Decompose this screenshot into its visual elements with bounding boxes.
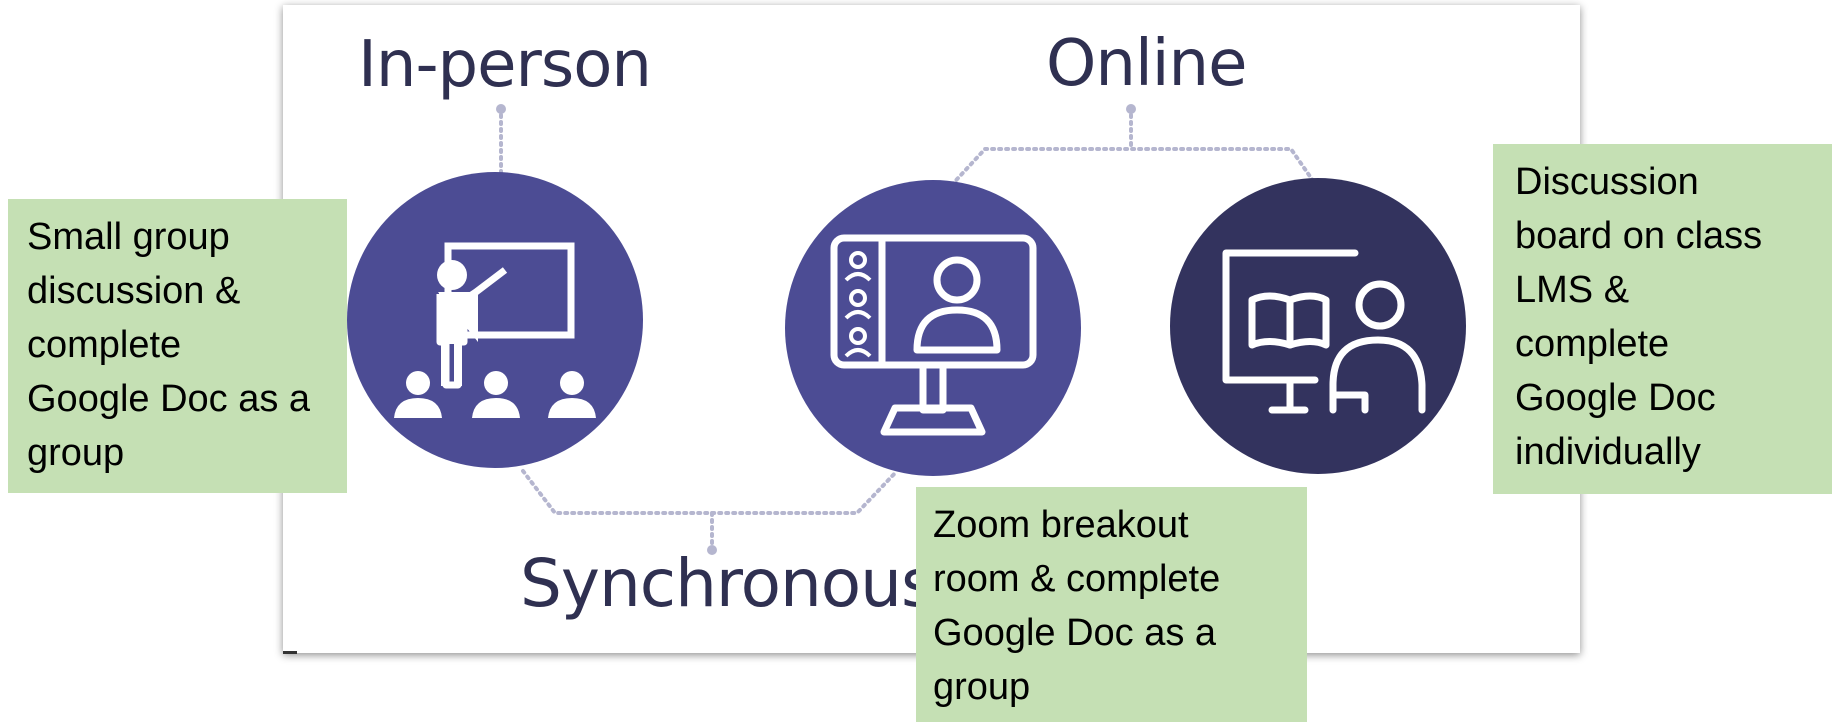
video-conference-monitor-icon bbox=[830, 234, 1037, 436]
note-line: group bbox=[933, 666, 1031, 708]
node-in-person bbox=[347, 172, 643, 468]
connector-dot-online bbox=[1126, 104, 1136, 114]
note-in-person: Small group discussion & complete Google… bbox=[8, 199, 347, 493]
note-zoom: Zoom breakout room & complete Google Doc… bbox=[916, 487, 1307, 722]
note-line: Zoom breakout bbox=[933, 504, 1189, 546]
note-line: Google Doc as a bbox=[27, 378, 311, 420]
heading-online: Online bbox=[1046, 27, 1247, 101]
node-zoom bbox=[785, 180, 1081, 476]
heading-synchronous: Synchronous bbox=[520, 545, 935, 622]
connector-synchronous-branch bbox=[521, 469, 899, 515]
note-line: complete bbox=[27, 324, 182, 366]
connector-dot-in-person bbox=[496, 104, 506, 114]
note-line: Google Doc as a bbox=[933, 612, 1217, 654]
note-line: Google Doc bbox=[1515, 377, 1716, 419]
connector-dot-synchronous bbox=[707, 545, 717, 555]
note-line: individually bbox=[1515, 431, 1701, 473]
note-line: group bbox=[27, 432, 125, 474]
note-line: LMS & bbox=[1515, 269, 1630, 311]
note-line: discussion & bbox=[27, 270, 241, 312]
note-line: board on class bbox=[1515, 215, 1763, 257]
teacher-classroom-icon bbox=[394, 242, 596, 418]
note-line: complete bbox=[1515, 323, 1670, 365]
heading-in-person: In-person bbox=[358, 28, 652, 102]
circle-online bbox=[1170, 178, 1466, 474]
connector-dots bbox=[496, 104, 1136, 555]
note-line: Small group bbox=[27, 216, 230, 258]
note-line: Discussion bbox=[1515, 161, 1699, 203]
node-online bbox=[1170, 178, 1466, 474]
slide-corner-mark bbox=[283, 651, 297, 654]
note-line: room & complete bbox=[933, 558, 1221, 600]
note-online: Discussion board on class LMS & complete… bbox=[1493, 144, 1832, 494]
learner-book-computer-icon bbox=[1222, 249, 1426, 414]
connector-online-branch bbox=[945, 147, 1320, 192]
circle-in-person bbox=[347, 172, 643, 468]
